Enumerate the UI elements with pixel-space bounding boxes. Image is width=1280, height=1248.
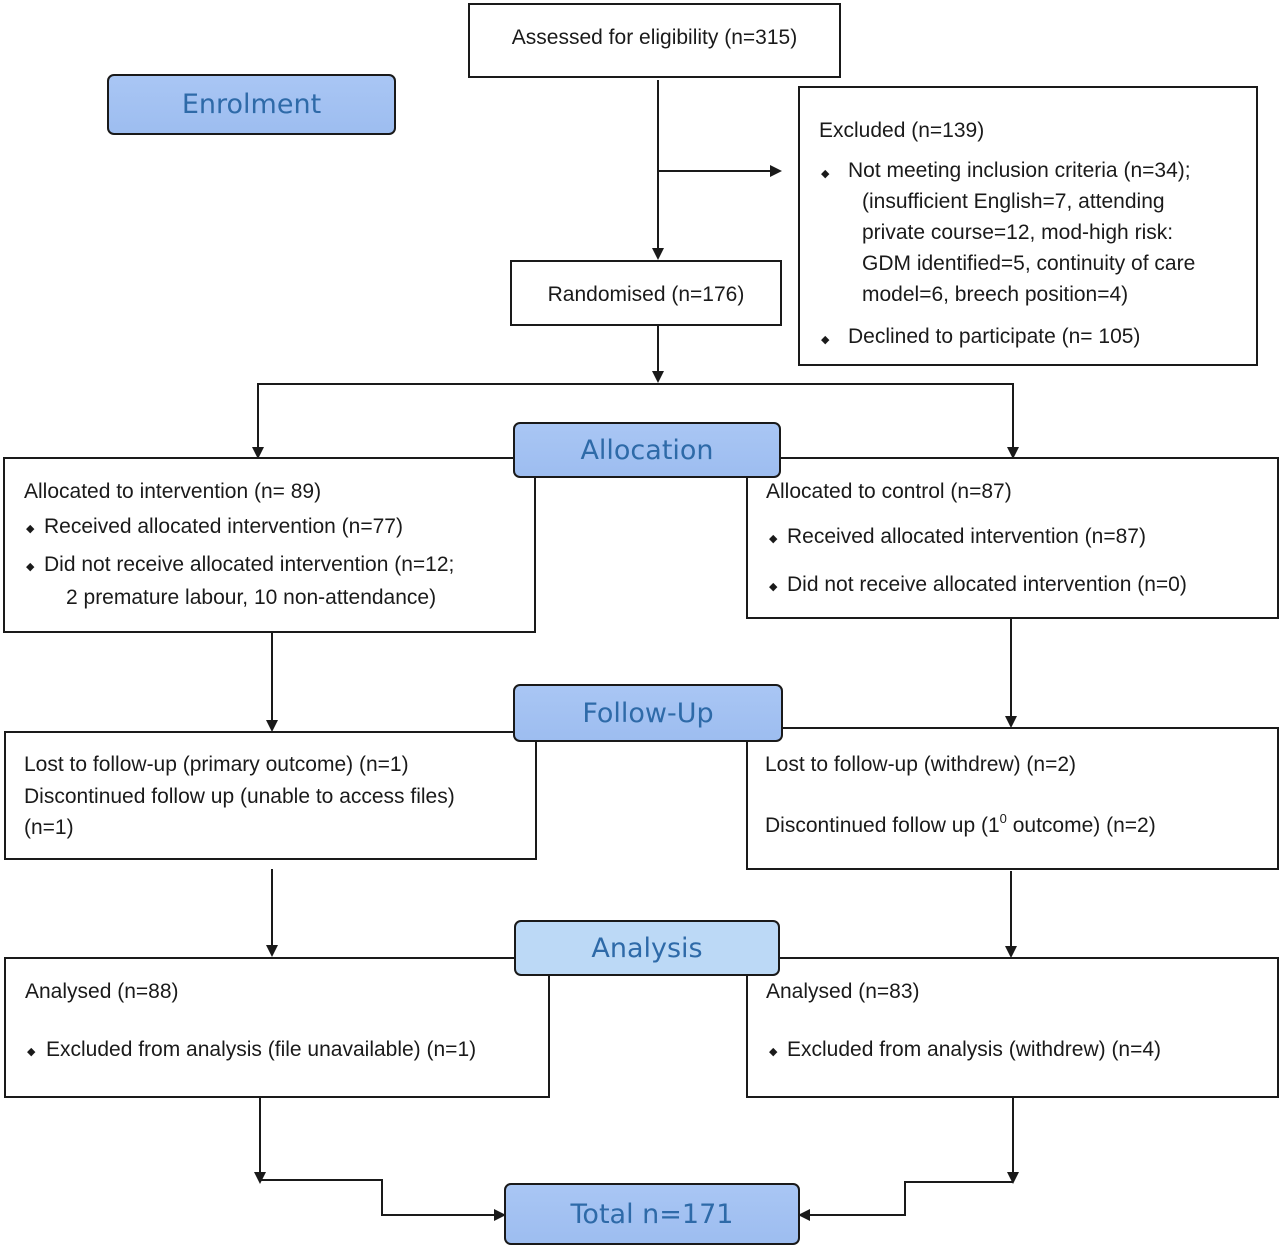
- control-alloc-bullet1: Received allocated intervention (n=87): [787, 525, 1146, 548]
- excluded-box: Excluded (n=139) ◆ Not meeting inclusion…: [798, 86, 1258, 366]
- intervention-alloc-bullet2-line1: Did not receive allocated intervention (…: [44, 553, 455, 576]
- intervention-analysis-bullet1: Excluded from analysis (file unavailable…: [46, 1038, 477, 1061]
- excluded-bullet1-line1: Not meeting inclusion criteria (n=34);: [848, 159, 1191, 182]
- intervention-allocation-box: Allocated to intervention (n= 89) ◆ Rece…: [3, 457, 536, 633]
- excluded-title: Excluded (n=139): [819, 119, 985, 142]
- intervention-followup-line1: Lost to follow-up (primary outcome) (n=1…: [24, 753, 409, 776]
- intervention-analysis-box: Analysed (n=88) ◆ Excluded from analysis…: [4, 957, 550, 1098]
- bullet-icon: ◆: [821, 334, 830, 346]
- excluded-bullet1-line3: private course=12, mod-high risk:: [862, 221, 1174, 244]
- randomised-box: Randomised (n=176): [510, 260, 782, 326]
- intervention-followup-box: Lost to follow-up (primary outcome) (n=1…: [4, 731, 537, 860]
- bullet-icon: ◆: [769, 581, 778, 593]
- excluded-bullet1-line4: GDM identified=5, continuity of care: [862, 252, 1196, 275]
- assessed-box: Assessed for eligibility (n=315): [468, 3, 841, 78]
- bullet-icon: ◆: [27, 1046, 36, 1058]
- split-line: [257, 383, 1014, 457]
- control-analysis-title: Analysed (n=83): [766, 980, 920, 1003]
- assessed-text: Assessed for eligibility (n=315): [511, 26, 798, 49]
- intervention-analysis-title: Analysed (n=88): [25, 980, 179, 1003]
- excluded-bullet2: Declined to participate (n= 105): [848, 325, 1141, 348]
- arrow-to-total-left: [260, 1179, 506, 1221]
- stage-allocation-label: Allocation: [580, 434, 714, 466]
- stage-follow-up: Follow-Up: [513, 684, 783, 742]
- excluded-bullet1-line2: (insufficient English=7, attending: [862, 190, 1165, 213]
- intervention-alloc-title: Allocated to intervention (n= 89): [24, 480, 322, 503]
- control-alloc-title: Allocated to control (n=87): [766, 480, 1012, 503]
- control-followup-line2-post: outcome) (n=2): [1006, 814, 1156, 837]
- excluded-bullet1-line5: model=6, breech position=4): [862, 283, 1129, 306]
- stage-total-label: Total n=171: [570, 1198, 734, 1230]
- control-followup-box: Lost to follow-up (withdrew) (n=2) Disco…: [746, 727, 1279, 870]
- stage-analysis: Analysis: [514, 920, 780, 976]
- arrow-to-total-right: [798, 1181, 1013, 1221]
- randomised-text: Randomised (n=176): [547, 283, 745, 306]
- intervention-followup-line2: Discontinued follow up (unable to access…: [24, 785, 455, 808]
- intervention-alloc-bullet1: Received allocated intervention (n=77): [44, 515, 403, 538]
- bullet-icon: ◆: [26, 561, 35, 573]
- control-followup-line1: Lost to follow-up (withdrew) (n=2): [765, 753, 1077, 776]
- stage-allocation: Allocation: [513, 422, 781, 478]
- control-alloc-bullet2: Did not receive allocated intervention (…: [787, 573, 1187, 596]
- bullet-icon: ◆: [821, 168, 830, 180]
- stage-follow-up-label: Follow-Up: [582, 697, 714, 729]
- intervention-followup-line3: (n=1): [24, 816, 74, 839]
- control-allocation-box: Allocated to control (n=87) ◆ Received a…: [746, 457, 1279, 619]
- control-analysis-box: Analysed (n=83) ◆ Excluded from analysis…: [746, 957, 1279, 1098]
- control-analysis-bullet1: Excluded from analysis (withdrew) (n=4): [787, 1038, 1162, 1061]
- intervention-alloc-bullet2-line2: 2 premature labour, 10 non-attendance): [66, 586, 437, 609]
- bullet-icon: ◆: [769, 533, 778, 545]
- stage-enrolment: Enrolment: [107, 74, 396, 135]
- stage-analysis-label: Analysis: [591, 932, 703, 964]
- bullet-icon: ◆: [769, 1046, 778, 1058]
- stage-enrolment-label: Enrolment: [181, 89, 322, 120]
- control-followup-line2: Discontinued follow up (10 outcome) (n=2…: [765, 811, 1156, 838]
- bullet-icon: ◆: [26, 523, 35, 535]
- control-followup-line2-pre: Discontinued follow up (1: [765, 814, 1000, 837]
- stage-total: Total n=171: [504, 1183, 800, 1245]
- control-followup-line2-sup: 0: [999, 811, 1007, 826]
